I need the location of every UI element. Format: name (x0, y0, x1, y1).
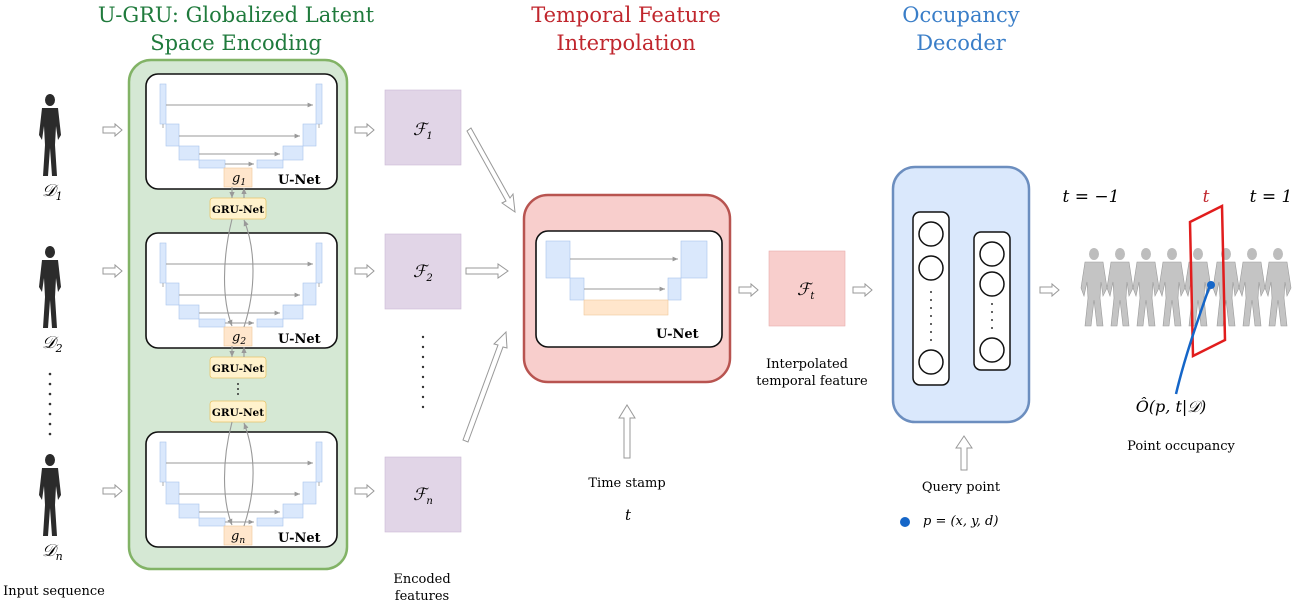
arrow-ft-to-decoder (852, 283, 873, 297)
decoder-neurons (918, 221, 1005, 375)
point-occupancy-caption: Point occupancy (1127, 439, 1235, 454)
arrow-input-n (102, 484, 123, 498)
time-stamp-symbol: t (625, 506, 632, 524)
query-point-formula: p = (x, y, d) (923, 514, 998, 529)
occupancy-formula: Ô(p, t|𝒟) (1136, 396, 1207, 416)
ugru-title-line2: Space Encoding (150, 31, 322, 55)
output-mesh-sequence (1080, 247, 1292, 327)
arrow-input-2 (102, 264, 123, 278)
g2-box (223, 326, 253, 347)
gru-connections (224, 187, 254, 527)
ugru-title-line1: U-GRU: Globalized Latent (98, 3, 375, 27)
gru-net-2-label: GRU-Net (212, 363, 264, 375)
gru-net-1-label: GRU-Net (212, 204, 264, 216)
decoder-title-line1: Occupancy (902, 3, 1020, 27)
arrow-decoder-to-output (1039, 283, 1060, 297)
input-label-d1: 𝒟1 (42, 181, 63, 203)
arrow-query-point (955, 435, 973, 471)
input-person-1 (39, 94, 61, 176)
output-t-start: t = −1 (1063, 187, 1120, 207)
features-ellipsis (421, 335, 425, 409)
occupancy-point (1207, 281, 1215, 289)
feature-fn (384, 456, 462, 533)
interpolated-caption-line1: Interpolated (766, 357, 848, 372)
decoder-title-line2: Decoder (916, 31, 1007, 55)
output-t-end: t = 1 (1250, 187, 1293, 207)
interpolated-caption-line2: temporal feature (756, 374, 868, 389)
unet-n-label: U-Net (278, 531, 321, 546)
input-label-dn: 𝒟n (42, 541, 63, 563)
feature-f1-label: ℱ1 (413, 120, 433, 142)
gru-net-1 (209, 197, 267, 220)
arrow-encode-n (354, 484, 375, 498)
arrow-input-1 (102, 123, 123, 137)
unet-2-label: U-Net (278, 332, 321, 347)
gru-ellipsis (237, 383, 239, 395)
interp-unet-layers (545, 240, 708, 316)
query-point-caption: Query point (922, 480, 1001, 495)
g1-label: g1 (232, 171, 246, 188)
encoded-caption-line1: Encoded (393, 572, 450, 587)
g2-label: g2 (232, 330, 246, 347)
feature-fn-label: ℱn (413, 485, 433, 507)
decoder-layer-1 (912, 211, 950, 386)
gru-net-2 (209, 356, 267, 379)
time-slice-plane (1188, 203, 1227, 359)
arrow-features-to-interp (462, 127, 516, 443)
input-person-n (39, 454, 61, 536)
interp-title-line2: Interpolation (556, 31, 695, 55)
output-t-mid: t (1203, 187, 1210, 207)
arrow-encode-1 (354, 123, 375, 137)
arrow-encode-2 (354, 264, 375, 278)
gru-net-3 (209, 400, 267, 423)
feature-f2-label: ℱ2 (413, 262, 433, 284)
arrow-time-stamp (618, 404, 636, 459)
gn-label: gn (231, 529, 245, 546)
interp-title-line1: Temporal Feature (531, 3, 721, 27)
input-person-2 (39, 246, 61, 328)
encoded-caption-line2: features (395, 589, 449, 604)
g1-box (223, 167, 253, 188)
occupancy-pointer (1174, 284, 1212, 395)
time-stamp-caption: Time stamp (588, 476, 665, 491)
input-sequence-caption: Input sequence (3, 584, 105, 599)
unet-1-label: U-Net (278, 173, 321, 188)
input-label-d2: 𝒟2 (42, 333, 63, 355)
feature-ft (768, 250, 846, 327)
input-ellipsis (48, 372, 52, 436)
decoder-layer-2 (973, 231, 1011, 371)
feature-f2 (384, 233, 462, 310)
gru-net-3-label: GRU-Net (212, 407, 264, 419)
arrow-interp-to-ft (738, 283, 759, 297)
interp-unet-label: U-Net (656, 327, 699, 342)
query-point-dot (900, 517, 910, 527)
feature-f1 (384, 89, 462, 166)
decoder-neuron-ellipsis (930, 291, 993, 341)
gn-box (223, 525, 253, 546)
feature-ft-label: ℱt (797, 280, 815, 302)
